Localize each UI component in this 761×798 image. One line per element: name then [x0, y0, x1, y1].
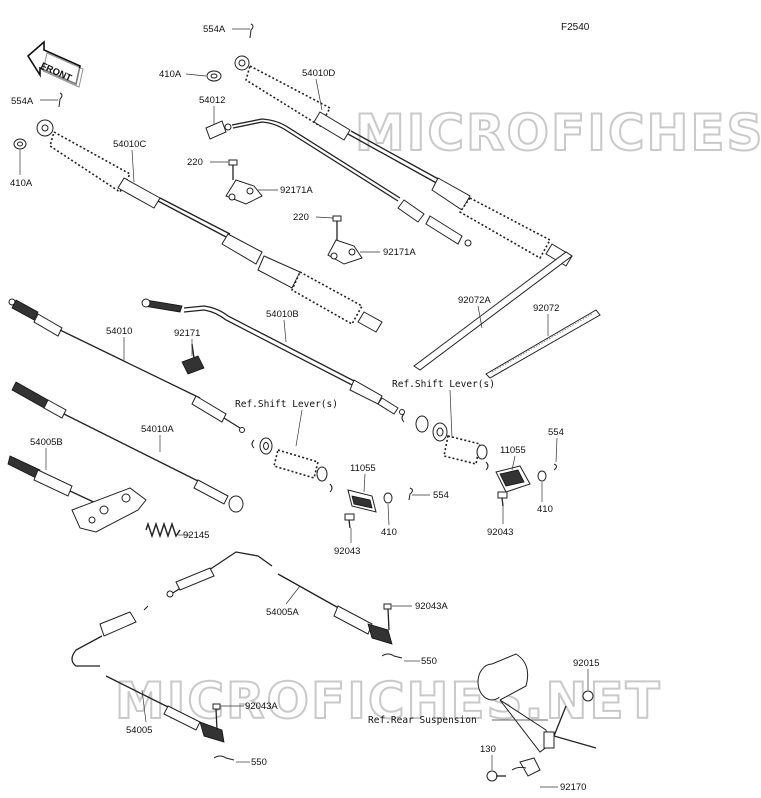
ref-shift-lever-right: Ref.Shift Lever(s): [392, 379, 495, 390]
label-54010B: 54010B: [266, 309, 299, 320]
clamp-92171A-upper: [225, 159, 263, 205]
label-554A-left: 554A: [11, 96, 34, 107]
label-92043A-lower: 92043A: [245, 701, 278, 712]
cable-54010D: [234, 55, 573, 267]
label-554A-top: 554A: [203, 24, 226, 35]
cable-54005: [71, 605, 235, 761]
label-54005: 54005: [126, 725, 152, 736]
label-550-upper: 550: [421, 656, 437, 667]
cotter-pin-554-mid: [408, 487, 413, 501]
leader-lines: [19, 28, 589, 788]
label-554-right: 554: [548, 427, 564, 438]
washer-410A-top: [206, 70, 222, 82]
label-54010C: 54010C: [113, 139, 146, 150]
label-410-left: 410: [381, 527, 397, 538]
cable-54010A: [11, 381, 244, 513]
label-92145: 92145: [183, 530, 209, 541]
reference-labels: Ref.Shift Lever(s) Ref.Shift Lever(s) Re…: [235, 379, 495, 726]
cable-54010: [8, 298, 245, 433]
cable-54005B: [7, 455, 147, 533]
spring-92145: [145, 521, 181, 539]
watermark-lower: MICROFICHES.NET: [115, 672, 662, 730]
cotter-pin-554A-left: [58, 92, 63, 108]
washer-410A-left: [13, 138, 27, 150]
cable-54010C: [36, 119, 383, 333]
shift-lever-group-right: [401, 413, 557, 507]
rubber-boot: [290, 270, 364, 326]
ref-rear-suspension: Ref.Rear Suspension: [368, 715, 477, 726]
label-11055-left: 11055: [350, 463, 376, 474]
label-92015: 92015: [573, 658, 599, 669]
clip-92171: [181, 343, 205, 375]
label-92170: 92170: [560, 782, 586, 793]
label-92043-right: 92043: [487, 527, 513, 538]
cotter-pin-554A-top: [249, 23, 254, 39]
label-92072: 92072: [533, 303, 559, 314]
label-54010A: 54010A: [141, 424, 174, 435]
cable-tie-92072: [485, 309, 601, 379]
label-220-a: 220: [187, 157, 203, 168]
cable-54010B: [141, 298, 405, 415]
label-220-b: 220: [293, 212, 309, 223]
label-92171A-b: 92171A: [383, 247, 416, 258]
cable-54005A: [166, 551, 403, 659]
part-labels: 554A 410A 54010D 54012 554A 410A 54010C …: [10, 24, 599, 793]
label-92171A-a: 92171A: [280, 185, 313, 196]
rubber-boot: [443, 435, 481, 465]
front-arrow-icon: FRONT: [26, 40, 84, 88]
figure-code: F2540: [561, 22, 590, 33]
label-92043-left: 92043: [334, 546, 360, 557]
rear-suspension-bracket: [477, 653, 597, 782]
label-92171: 92171: [174, 328, 200, 339]
label-550-lower: 550: [251, 757, 267, 768]
rubber-boot: [49, 130, 132, 194]
label-54010D: 54010D: [302, 68, 335, 79]
label-92043A-upper: 92043A: [415, 601, 448, 612]
label-410A-top: 410A: [159, 69, 182, 80]
label-92072A: 92072A: [458, 295, 491, 306]
label-554-mid: 554: [433, 490, 449, 501]
label-410-right: 410: [537, 504, 553, 515]
label-130: 130: [480, 744, 496, 755]
label-54010: 54010: [106, 326, 132, 337]
watermark-upper: MICROFICHES.NET: [355, 104, 761, 162]
rubber-boot: [273, 448, 319, 480]
label-54005A: 54005A: [266, 607, 299, 618]
cable-tie-92072A: [413, 251, 573, 371]
clamp-92171A-lower: [327, 215, 363, 265]
label-410A-left: 410A: [10, 178, 33, 189]
rubber-boot: [458, 196, 552, 260]
shift-lever-group-left: [251, 437, 393, 529]
label-54005B: 54005B: [30, 437, 63, 448]
label-11055-right: 11055: [500, 445, 526, 456]
label-54012: 54012: [199, 95, 225, 106]
ref-shift-lever-left: Ref.Shift Lever(s): [235, 399, 338, 410]
cable-54012: [205, 118, 472, 247]
